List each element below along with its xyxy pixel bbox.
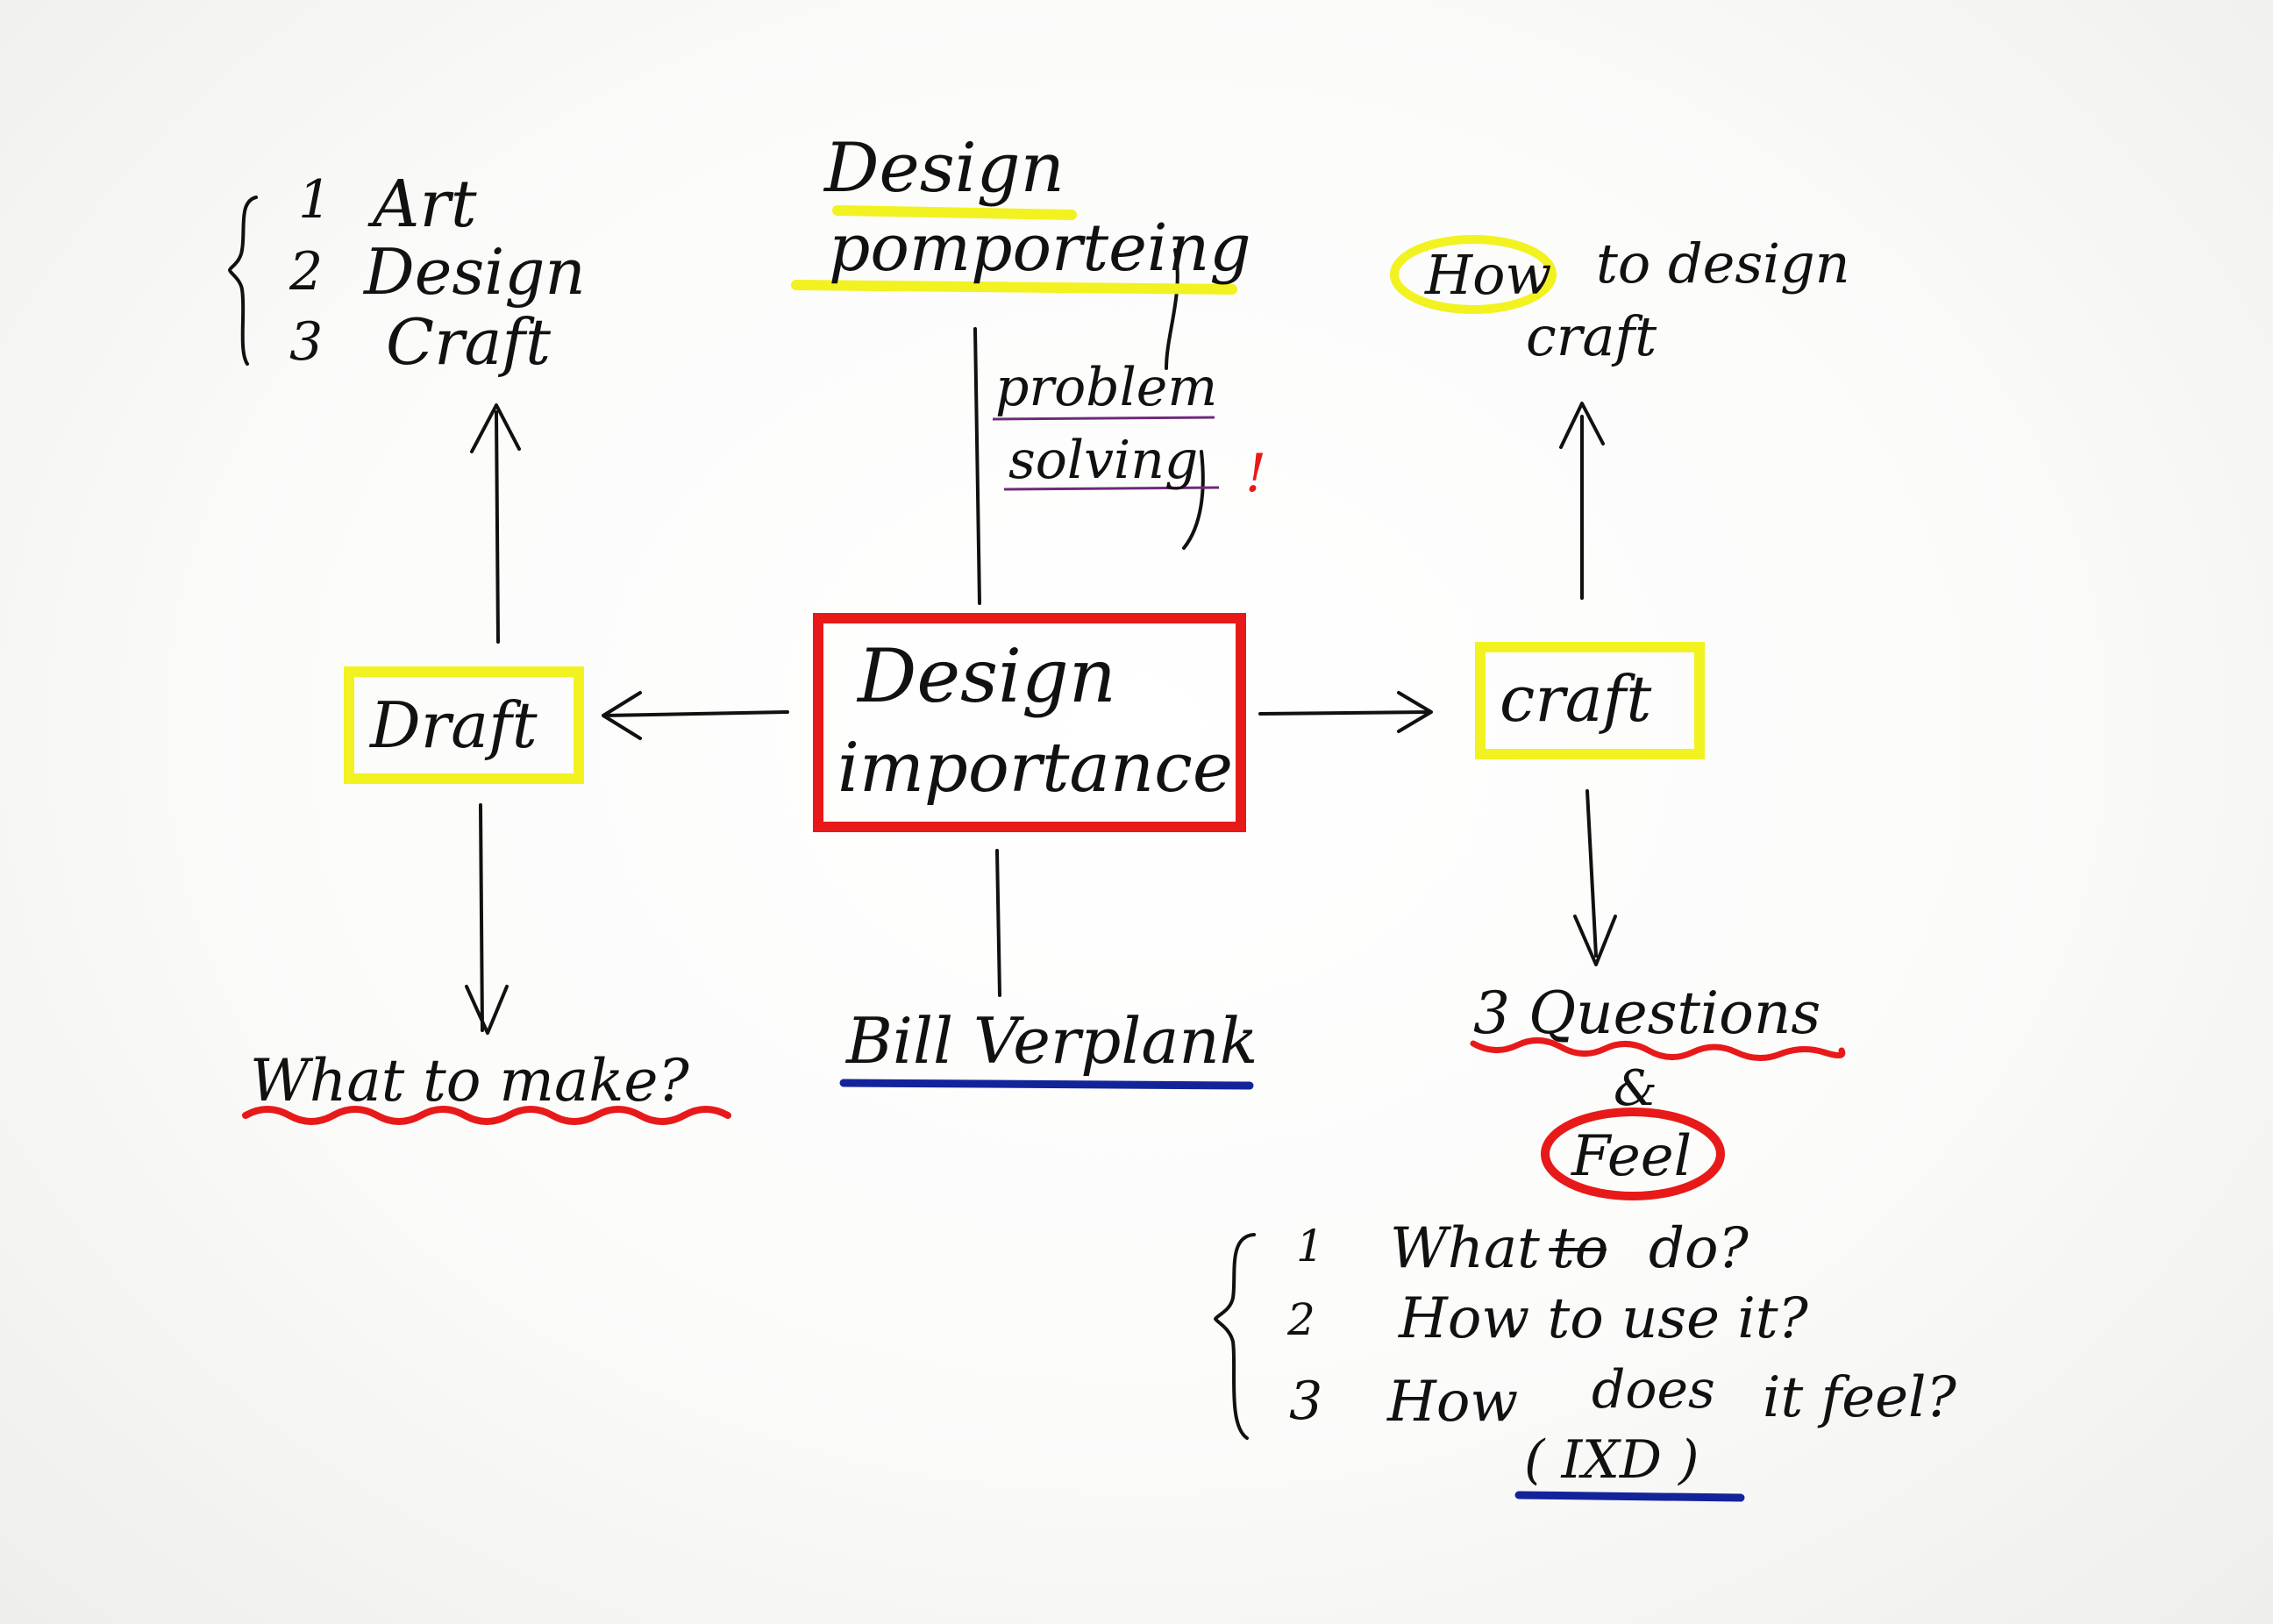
craft-box-label: craft: [1500, 662, 1652, 736]
right-list-text-1: What: [1390, 1216, 1540, 1281]
left-list-num-2: 2: [289, 241, 323, 303]
right-list-num-2: 2: [1286, 1294, 1315, 1345]
right-list-num-1: 1: [1296, 1221, 1324, 1271]
arrow-craft-up: [1559, 402, 1605, 600]
right-top-how: How: [1424, 243, 1551, 307]
left-list-text-2: Design: [362, 235, 586, 309]
right-top-to-design: to design: [1596, 231, 1850, 296]
line-center-to-top: [973, 327, 981, 605]
right-top-craft: craft: [1526, 304, 1657, 368]
yellow-box-craft: [1475, 642, 1705, 759]
center-title-line1: Design: [856, 633, 1116, 719]
right-list-text-2: How to use it?: [1398, 1286, 1809, 1351]
right-list-rest-3: it feel?: [1763, 1365, 1956, 1430]
top-label-line1: Design: [823, 129, 1065, 208]
bottom-label-bill-verplank: Bill Verplank: [844, 1004, 1258, 1078]
purple-underline-solving: [1003, 486, 1220, 491]
right-ampersand: &: [1614, 1060, 1657, 1117]
left-list-text-1: Art: [367, 167, 477, 242]
arrow-draft-up: [470, 403, 521, 644]
arrow-draft-down: [465, 803, 509, 1035]
left-list-text-3: Craft: [386, 305, 552, 379]
highlights: [242, 205, 1846, 1502]
top-note-problem: problem: [995, 357, 1217, 418]
blue-underline-ixd: [1514, 1491, 1745, 1502]
top-note-exclamation: !: [1245, 443, 1266, 504]
right-list-brace: [1214, 1233, 1256, 1440]
top-label-line2: pomporteing: [829, 210, 1251, 286]
arrow-center-to-craft: [1258, 691, 1433, 733]
right-ixd: ( IXD ): [1524, 1429, 1699, 1491]
top-note-solving: solving: [1008, 430, 1198, 491]
red-circle-feel: [1541, 1108, 1725, 1200]
blue-underline-bill-verplank: [839, 1079, 1254, 1090]
connectors: [228, 196, 1617, 1440]
right-list-text-3: How: [1386, 1370, 1518, 1435]
right-three-questions: 3 Questions: [1473, 979, 1821, 1047]
draft-box-label: Draft: [368, 688, 538, 762]
line-center-to-bottom: [995, 849, 1001, 997]
right-list-rest-1: do?: [1649, 1216, 1749, 1281]
yellow-circle-how: [1390, 235, 1557, 314]
left-list-num-1: 1: [298, 169, 331, 231]
yellow-box-draft: [344, 666, 584, 784]
arrow-craft-down: [1573, 789, 1617, 966]
red-box-center: [813, 613, 1246, 832]
hook-line: [1165, 248, 1179, 370]
red-wavy-underline-questions: [1470, 1037, 1846, 1061]
arrow-center-to-draft: [602, 691, 789, 740]
labels: Design importance Design pomporteing pro…: [250, 129, 1956, 1491]
left-question-what-to-make: What to make?: [250, 1047, 689, 1115]
purple-underline-problem: [992, 416, 1215, 421]
right-list-num-3: 3: [1289, 1371, 1322, 1432]
left-list-num-3: 3: [289, 311, 323, 373]
right-list-mid-3: does: [1592, 1359, 1715, 1421]
yellow-underline-design-top: [832, 205, 1077, 220]
red-wavy-underline-what-to-make: [242, 1106, 731, 1125]
right-feel: Feel: [1571, 1124, 1692, 1189]
yellow-underline-pomporteing: [791, 280, 1237, 295]
left-list-brace: [228, 196, 258, 366]
center-title-line2: importance: [837, 729, 1233, 808]
hook-line-2: [1182, 450, 1205, 550]
